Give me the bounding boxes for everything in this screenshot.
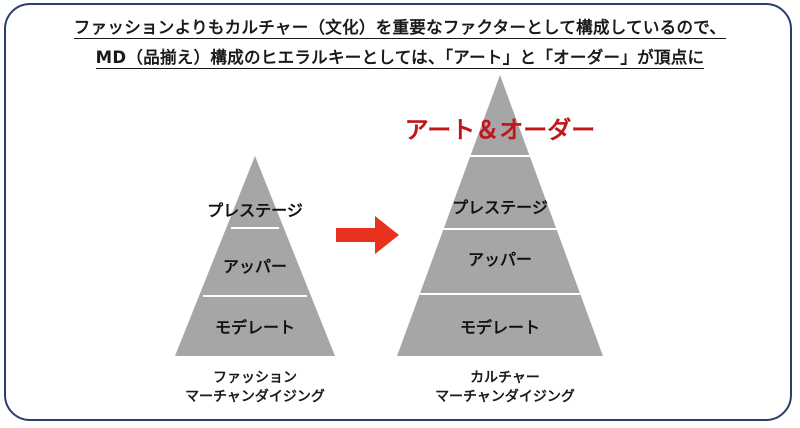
right-top-label: アート＆オーダー bbox=[405, 116, 596, 144]
left-tier-upper: アッパー bbox=[223, 257, 287, 276]
right-arrow-icon bbox=[336, 216, 399, 254]
right-tier-prestige: プレステージ bbox=[452, 198, 548, 217]
right-tier-moderate: モデレート bbox=[460, 318, 540, 337]
right-pyramid: アート＆オーダー プレステージ アッパー モデレート bbox=[397, 75, 603, 356]
right-caption-line-2: マーチャンダイジング bbox=[435, 389, 575, 405]
right-caption: カルチャー マーチャンダイジング bbox=[405, 369, 605, 407]
left-caption: ファッション マーチャンダイジング bbox=[155, 369, 355, 407]
right-caption-line-1: カルチャー bbox=[470, 370, 540, 386]
right-pyramid-shape bbox=[397, 75, 603, 356]
left-tier-moderate: モデレート bbox=[215, 318, 295, 337]
diagram-frame bbox=[4, 3, 792, 421]
left-caption-line-1: ファッション bbox=[213, 370, 297, 386]
left-caption-line-2: マーチャンダイジング bbox=[185, 389, 325, 405]
right-tier-upper: アッパー bbox=[468, 250, 532, 269]
left-pyramid-shape bbox=[175, 156, 335, 356]
left-pyramid: プレステージ アッパー モデレート bbox=[175, 156, 335, 356]
header-line-1-text: ファッションよりもカルチャー（文化）を重要なファクターとして構成しているので、 bbox=[73, 18, 727, 39]
header-line-2-text: MD（品揃え）構成のヒエラルキーとしては、「アート」と「オーダー」が頂点に bbox=[95, 48, 705, 69]
header-line-2: MD（品揃え）構成のヒエラルキーとしては、「アート」と「オーダー」が頂点に bbox=[0, 44, 800, 69]
left-tier-prestige: プレステージ bbox=[207, 201, 303, 220]
header-line-1: ファッションよりもカルチャー（文化）を重要なファクターとして構成しているので、 bbox=[0, 14, 800, 39]
right-arrow-shape bbox=[336, 216, 399, 254]
